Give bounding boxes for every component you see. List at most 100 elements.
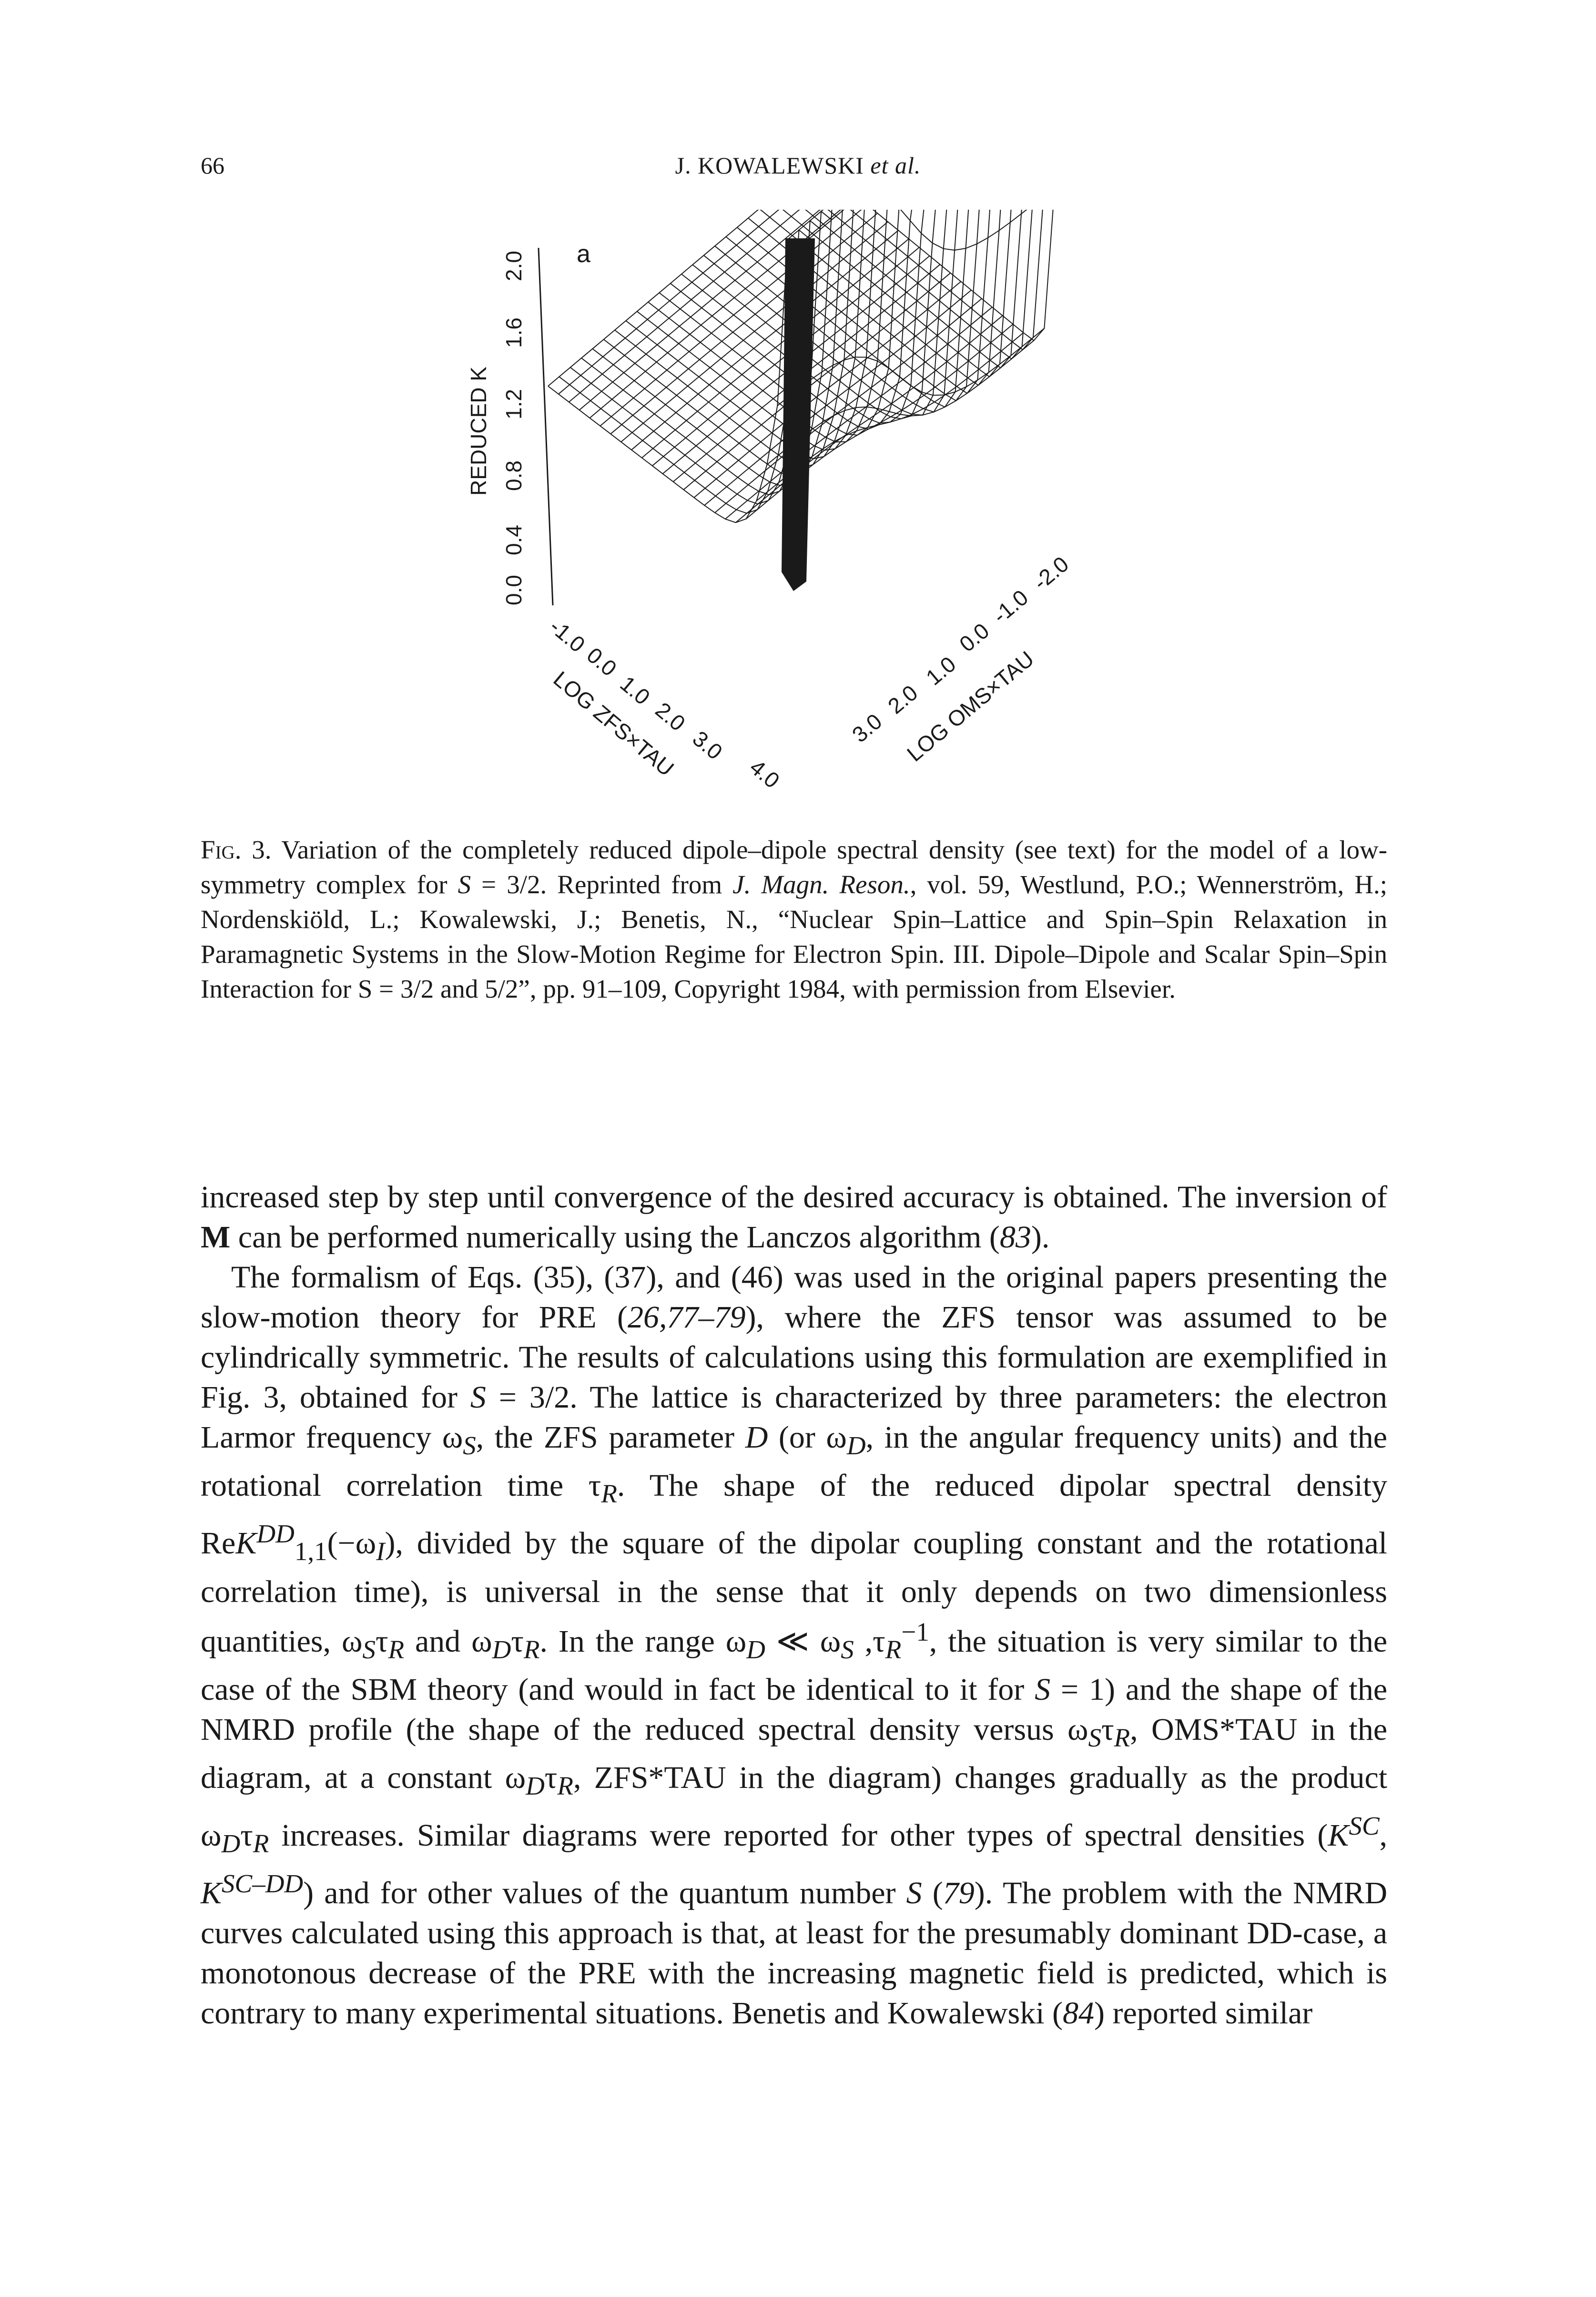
mesh-line-u [683, 272, 951, 490]
text-span: . In the range ω [539, 1623, 747, 1659]
figure-caption: Fig. 3. Variation of the completely redu… [201, 832, 1387, 1006]
text-span: ). The problem with the NMRD curves calc… [201, 1876, 1388, 2031]
mesh-line-v [714, 210, 958, 413]
body-text: increased step by step until convergence… [201, 1177, 1387, 2033]
running-head: 66 J. KOWALEWSKI et al. [0, 152, 1596, 190]
y-axis-label: LOG OMS×TAU [902, 646, 1038, 766]
mesh-line-v [703, 210, 947, 416]
text-span: ), where the ZFS tensor was assumed to b… [201, 1300, 1387, 1415]
math-subscript: R [253, 1829, 269, 1858]
mesh-line-v [692, 210, 936, 419]
math-subscript: R [388, 1634, 405, 1664]
y-tick-0: 3.0 [847, 709, 886, 747]
mesh-line-v [827, 210, 1033, 360]
math-superscript: −1 [901, 1617, 929, 1646]
math-superscript: DD [256, 1519, 295, 1549]
math-subscript: D [846, 1431, 866, 1460]
text-span: . The shape of the reduced dipolar spect… [201, 1468, 1387, 1561]
matrix-M: M [201, 1220, 231, 1255]
text-span: = 1) and the shape of the NMRD profile (… [201, 1672, 1387, 1747]
mesh-line-v [648, 210, 888, 443]
figure-caption-label: Fig. 3. [201, 835, 272, 864]
text-span: ( [922, 1876, 943, 1911]
text-span: and ω [404, 1623, 492, 1659]
z-tick-4: 1.6 [501, 317, 526, 348]
math-symbol: S [906, 1876, 922, 1911]
mesh-line-u [589, 210, 842, 419]
math-subscript: R [523, 1634, 540, 1664]
z-tick-5: 2.0 [501, 251, 526, 281]
math-subscript: I [376, 1537, 385, 1566]
x-tick-0: -1.0 [545, 614, 590, 657]
running-title: J. KOWALEWSKI et al. [0, 152, 1596, 179]
mesh-line-v [782, 210, 1012, 378]
mesh-line-v [570, 219, 821, 505]
z-axis-line [538, 247, 554, 606]
y-tick-1: 2.0 [883, 680, 922, 719]
text-span: can be performed numerically using the L… [230, 1220, 1000, 1255]
x-tick-2: 1.0 [616, 671, 655, 710]
x-tick-5: 4.0 [745, 755, 784, 793]
x-tick-1: 0.0 [582, 643, 621, 681]
z-axis: REDUCED K 0.0 0.4 0.8 1.2 1.6 2.0 [466, 247, 554, 606]
math-subscript: D [492, 1634, 511, 1664]
text-span: ,τ [854, 1623, 885, 1659]
text-span: (or ω [768, 1420, 847, 1455]
citation: 26,77–79 [628, 1300, 746, 1335]
text-span: ). [1031, 1220, 1050, 1255]
text-span: (−ω [327, 1526, 376, 1561]
math-symbol: K [1328, 1818, 1349, 1853]
math-subscript: D [746, 1634, 765, 1664]
math-subscript: D [526, 1771, 545, 1801]
surface-plot-svg: REDUCED K 0.0 0.4 0.8 1.2 1.6 2.0 a -1.0… [466, 210, 1073, 793]
math-subscript: 1,1 [294, 1537, 327, 1566]
mesh-line-v [603, 210, 843, 477]
citation: 84 [1063, 1996, 1095, 2031]
text-span: τ [544, 1760, 558, 1795]
z-tick-0: 0.0 [501, 575, 526, 605]
math-symbol: K [201, 1876, 222, 1911]
mesh-line-v [872, 210, 1054, 341]
y-tick-2: 1.0 [921, 652, 960, 690]
math-subscript: R [885, 1634, 902, 1664]
running-title-etal: et al. [864, 152, 921, 179]
mesh-line-v [725, 210, 969, 408]
text-span: τ [511, 1623, 524, 1659]
y-tick-4: -1.0 [988, 585, 1033, 628]
x-tick-3: 2.0 [651, 697, 690, 736]
text-span: ) reported similar [1094, 1996, 1313, 2031]
math-subscript: R [601, 1479, 617, 1509]
math-subscript: S [841, 1634, 854, 1664]
mesh-line-v [548, 238, 799, 523]
z-axis-label: REDUCED K [466, 367, 491, 496]
mesh-line-v [850, 210, 1043, 351]
mesh-line-v [637, 210, 876, 451]
text-span: , OMS*TAU in the diagram, at a constant … [201, 1712, 1387, 1795]
mesh-line-v [737, 210, 980, 401]
y-tick-5: -2.0 [1028, 551, 1073, 595]
text-span: ) and for other values of the quantum nu… [303, 1876, 906, 1911]
panel-label: a [577, 240, 590, 268]
math-symbol: S [470, 1380, 486, 1415]
math-subscript: R [557, 1771, 573, 1801]
text-span: , [1379, 1818, 1388, 1853]
text-span: , the ZFS parameter [476, 1420, 745, 1455]
caption-text-1: Variation of the completely reduced dipo… [201, 835, 1387, 899]
citation: 79 [943, 1876, 975, 1911]
math-superscript: SC–DD [222, 1869, 304, 1899]
ridge-wall [782, 238, 815, 591]
text-span: τ [375, 1623, 388, 1659]
mesh-line-u [693, 281, 961, 498]
caption-math-S: S [457, 870, 471, 899]
running-title-authors: J. KOWALEWSKI [675, 152, 864, 179]
figure-3-surface-plot: REDUCED K 0.0 0.4 0.8 1.2 1.6 2.0 a -1.0… [419, 210, 1163, 810]
z-tick-3: 1.2 [501, 389, 526, 419]
y-axis-labels: 3.0 2.0 1.0 0.0 -1.0 -2.0 LOG OMS×TAU [847, 551, 1073, 766]
text-span: , the situation is very similar to the c… [201, 1623, 1387, 1707]
z-tick-1: 0.4 [501, 525, 526, 555]
math-subscript: S [362, 1634, 376, 1664]
caption-text-2: = 3/2. Reprinted from [471, 870, 733, 899]
math-subscript: D [221, 1829, 241, 1858]
y-tick-3: 0.0 [955, 618, 994, 657]
caption-journal: J. Magn. Reson. [732, 870, 910, 899]
